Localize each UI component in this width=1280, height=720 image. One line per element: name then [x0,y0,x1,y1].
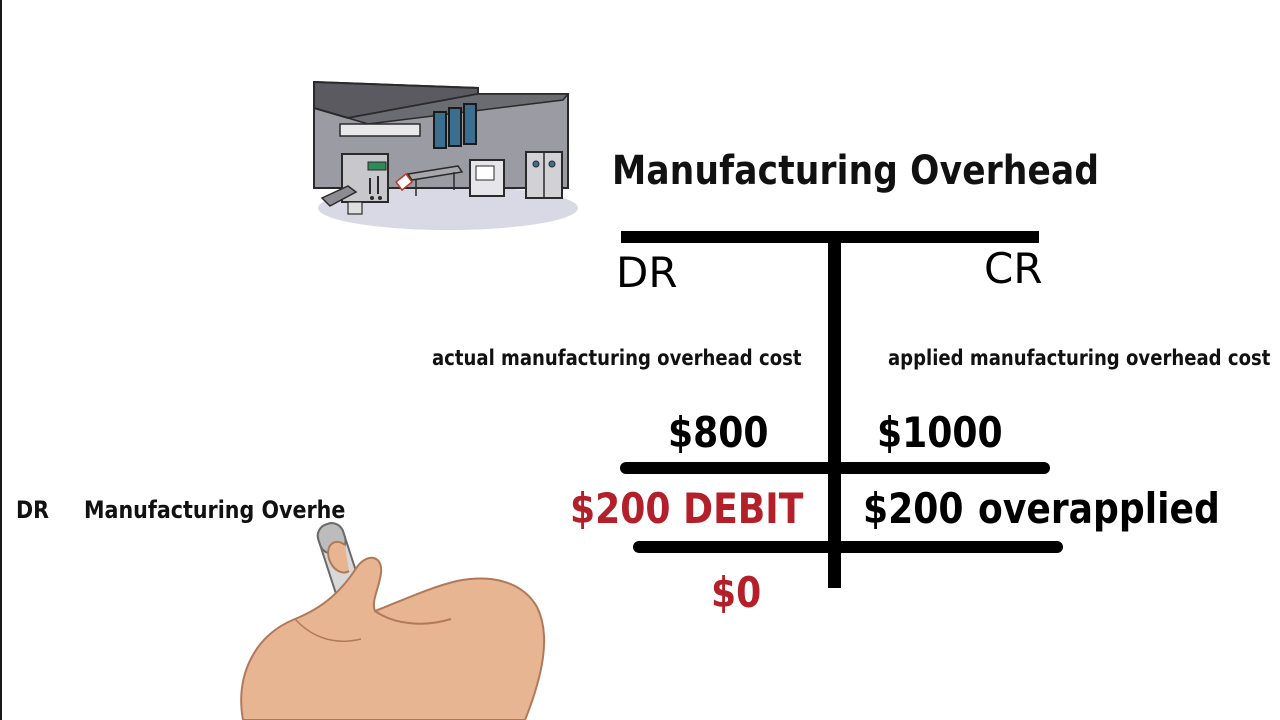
balance-amount: $200 [863,484,964,533]
balance-label: overapplied [978,484,1220,533]
account-title: Manufacturing Overhead [612,148,1100,194]
hand-with-marker-icon [240,522,546,720]
t-account-balance-line [633,541,1063,553]
journal-side: DR [16,496,50,524]
debit-description: actual manufacturing overhead cost [432,346,802,370]
credit-header: CR [984,244,1043,293]
credit-amount: $1000 [877,408,1003,457]
adjustment-debit: $200 DEBIT [570,484,804,533]
t-account-center-bar [828,236,841,588]
ending-balance: $0 [711,568,762,617]
debit-amount: $800 [668,408,769,457]
frame-edge [0,0,2,720]
credit-description: applied manufacturing overhead cost [888,346,1271,370]
factory-illustration [313,80,578,230]
t-account-total-line [620,462,1050,474]
journal-account: Manufacturing Overhe [84,496,346,524]
debit-header: DR [616,248,678,297]
